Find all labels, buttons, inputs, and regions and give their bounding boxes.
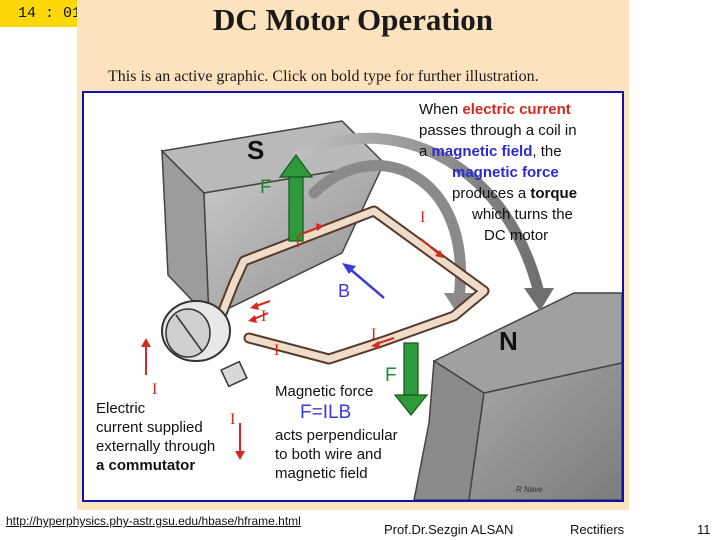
description-line-2: passes through a coil in [419, 122, 577, 139]
motor-illustration [141, 120, 622, 500]
current-arrows [141, 223, 444, 460]
supply-text-line-3: externally through [96, 438, 216, 455]
commutator-link[interactable]: a commutator [96, 457, 196, 474]
description-line-3: a [419, 143, 432, 160]
footer-topic: Rectifiers [570, 522, 625, 537]
source-link[interactable]: http://hyperphysics.phy-astr.gsu.edu/hba… [6, 514, 301, 528]
magnetic-force-link[interactable]: magnetic force [452, 164, 559, 181]
current-label: I [295, 234, 301, 251]
page-number: 11 [697, 522, 711, 537]
footer-author: Prof.Dr.Sezgin ALSAN [384, 522, 514, 537]
torque-arc-2 [293, 132, 545, 299]
force-text-line-2: acts perpendicular [275, 427, 398, 444]
electric-current-link[interactable]: electric current [462, 101, 571, 118]
torque-arc-1 [308, 160, 466, 304]
current-label: I [261, 308, 267, 325]
force-arrow-down [393, 342, 429, 416]
description-line-5: produces a [452, 185, 531, 202]
s-pole-label: S [247, 135, 265, 165]
supply-text-line-1: Electric [96, 400, 146, 417]
slide-title: DC Motor Operation [212, 2, 494, 37]
slide-subtitle: This is an active graphic. Click on bold… [108, 68, 539, 85]
n-pole-label: N [499, 326, 518, 356]
force-formula: F=ILB [300, 402, 352, 423]
current-label: I [230, 411, 236, 428]
supply-text-line-2: current supplied [96, 419, 203, 436]
force-text-line-4: magnetic field [275, 465, 368, 482]
description-line-3-end: , the [532, 143, 562, 160]
magnetic-field-link[interactable]: magnetic field [431, 143, 533, 160]
current-label: I [371, 326, 377, 343]
current-label: I [420, 209, 426, 226]
description-line-6: which turns the [472, 206, 573, 223]
image-credit: R Nave [516, 485, 543, 494]
coil-wire [213, 205, 490, 365]
force-label-top: F [260, 177, 272, 198]
force-label-bottom: F [385, 365, 397, 386]
n-pole-magnet [413, 292, 622, 500]
current-label: I [274, 342, 280, 359]
commutator [161, 300, 248, 388]
motor-diagram: S N F F B I I I I I I I When electric cu… [82, 91, 624, 502]
current-label: I [152, 381, 158, 398]
description-line-7: DC motor [484, 227, 549, 244]
torque-link[interactable]: torque [530, 185, 578, 202]
field-arrow [342, 263, 385, 299]
force-text-line-3: to both wire and [275, 446, 382, 463]
field-label: B [338, 281, 351, 301]
description-line-1: When [419, 101, 463, 118]
force-arrow-up [278, 153, 314, 242]
force-text-line-1: Magnetic force [275, 383, 374, 400]
